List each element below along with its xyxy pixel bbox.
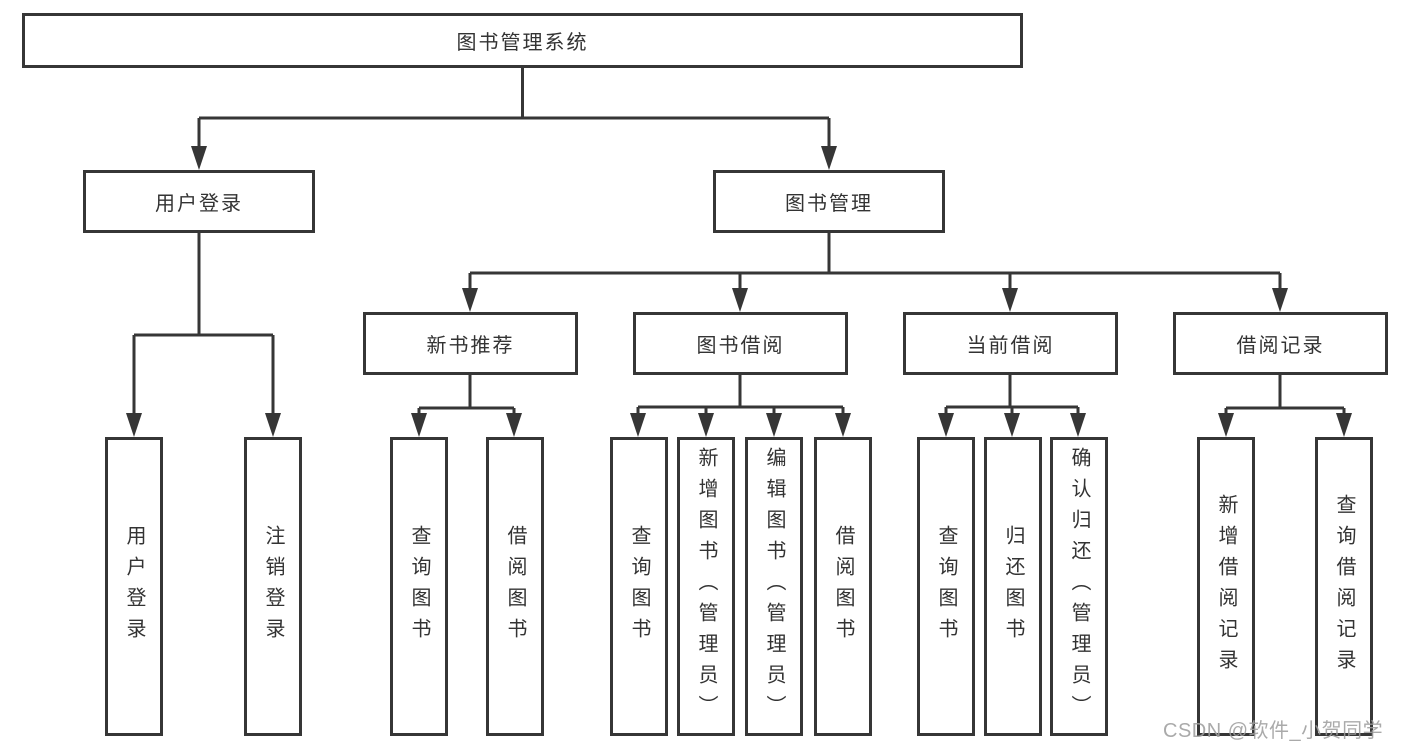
leaf-return-books-label: 归还图书 xyxy=(1002,524,1024,649)
leaf-edit-books-admin: 编辑图书（管理员） xyxy=(745,437,803,736)
leaf-query-books-current-label: 查询图书 xyxy=(935,524,957,649)
leaf-user-login: 用户登录 xyxy=(105,437,163,736)
node-current-borrow-label: 当前借阅 xyxy=(966,335,1055,357)
node-book-borrow: 图书借阅 xyxy=(633,312,848,375)
leaf-logout: 注销登录 xyxy=(244,437,302,736)
node-book-borrow-label: 图书借阅 xyxy=(696,335,785,357)
node-root-system: 图书管理系统 xyxy=(22,13,1023,68)
leaf-confirm-return-admin: 确认归还（管理员） xyxy=(1050,437,1108,736)
watermark: CSDN @软件_小贺同学 xyxy=(1163,720,1384,742)
leaf-user-login-label: 用户登录 xyxy=(123,524,145,649)
node-user-login-label: 用户登录 xyxy=(155,193,243,215)
node-borrow-records: 借阅记录 xyxy=(1173,312,1388,375)
leaf-borrow-books-recommend: 借阅图书 xyxy=(486,437,544,736)
leaf-query-books-borrow: 查询图书 xyxy=(610,437,668,736)
leaf-return-books: 归还图书 xyxy=(984,437,1042,736)
node-user-login: 用户登录 xyxy=(83,170,315,233)
leaf-logout-label: 注销登录 xyxy=(262,524,284,649)
leaf-add-books-admin-label: 新增图书（管理员） xyxy=(695,447,717,726)
node-borrow-records-label: 借阅记录 xyxy=(1236,335,1325,357)
node-new-book-recommend: 新书推荐 xyxy=(363,312,578,375)
leaf-add-books-admin: 新增图书（管理员） xyxy=(677,437,735,736)
node-book-management: 图书管理 xyxy=(713,170,945,233)
leaf-query-books-borrow-label: 查询图书 xyxy=(628,524,650,649)
leaf-add-borrow-record: 新增借阅记录 xyxy=(1197,437,1255,736)
leaf-query-books-current: 查询图书 xyxy=(917,437,975,736)
leaf-confirm-return-admin-label: 确认归还（管理员） xyxy=(1068,447,1090,726)
leaf-borrow-books-recommend-label: 借阅图书 xyxy=(504,524,526,649)
leaf-query-borrow-record-label: 查询借阅记录 xyxy=(1333,493,1355,680)
leaf-query-borrow-record: 查询借阅记录 xyxy=(1315,437,1373,736)
node-current-borrow: 当前借阅 xyxy=(903,312,1118,375)
leaf-query-books-recommend: 查询图书 xyxy=(390,437,448,736)
leaf-edit-books-admin-label: 编辑图书（管理员） xyxy=(763,447,785,726)
leaf-borrow-books-label: 借阅图书 xyxy=(832,524,854,649)
leaf-add-borrow-record-label: 新增借阅记录 xyxy=(1215,493,1237,680)
node-root-system-label: 图书管理系统 xyxy=(456,32,589,54)
leaf-borrow-books: 借阅图书 xyxy=(814,437,872,736)
leaf-query-books-recommend-label: 查询图书 xyxy=(408,524,430,649)
node-new-book-recommend-label: 新书推荐 xyxy=(426,335,515,357)
node-book-management-label: 图书管理 xyxy=(785,193,873,215)
